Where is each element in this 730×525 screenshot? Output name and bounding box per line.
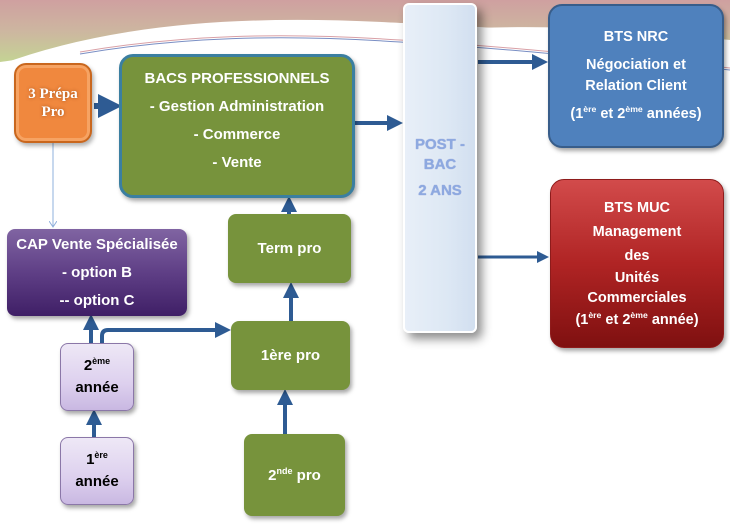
muc-title: BTS MUC (603, 199, 671, 216)
premiere-pro-box: 1ère pro (231, 321, 350, 390)
term-pro-box: Term pro (228, 214, 351, 283)
bacs-item-gestion: - Gestion Administration (149, 98, 325, 115)
bacs-professionnels-box: BACS PROFESSIONNELS - Gestion Administra… (119, 54, 355, 198)
term-pro-label: Term pro (257, 240, 322, 257)
year1-number: 1ère (86, 450, 108, 469)
prepa-line-2: Pro (41, 104, 65, 120)
year2-word: année (75, 379, 119, 396)
bts-muc-box: BTS MUC Management des Unités Commercial… (550, 179, 724, 348)
cap-2eme-annee-box: 2ème année (60, 343, 134, 411)
seconde-pro-box: 2nde pro (244, 434, 345, 516)
bacs-item-vente: - Vente (212, 154, 262, 171)
cap-option-c: -- option C (59, 291, 135, 309)
arrow-year2-to-premiere (100, 322, 231, 343)
cap-1ere-annee-box: 1ère année (60, 437, 134, 505)
seconde-pro-label: 2nde pro (268, 465, 321, 484)
muc-line-1: Management (592, 223, 682, 240)
cap-vente-box: CAP Vente Spécialisée - option B -- opti… (7, 229, 187, 316)
nrc-line-2: Relation Client (585, 78, 687, 94)
muc-line-3: Unités (614, 269, 660, 286)
muc-line-2: des (624, 247, 650, 264)
premiere-pro-label: 1ère pro (260, 347, 321, 364)
post-bac-box: POST - BAC 2 ANS (403, 3, 477, 333)
bacs-title: BACS PROFESSIONNELS (144, 70, 330, 87)
bacs-item-commerce: - Commerce (193, 126, 281, 143)
prepa-line-1: 3 Prépa (28, 86, 78, 102)
year1-word: année (75, 473, 119, 490)
cap-option-b: - option B (62, 263, 132, 281)
nrc-line-1: Négociation et (586, 57, 686, 73)
postbac-line-3: 2 ANS (418, 182, 462, 199)
cap-title: CAP Vente Spécialisée (16, 235, 178, 253)
year2-number: 2ème (83, 356, 111, 375)
muc-years: (1ère et 2ème année) (575, 309, 699, 328)
nrc-title: BTS NRC (603, 29, 669, 45)
postbac-line-2: BAC (423, 156, 457, 173)
postbac-line-1: POST - (414, 136, 465, 153)
prepa-pro-box: 3 Prépa Pro (14, 63, 92, 143)
bts-nrc-box: BTS NRC Négociation et Relation Client (… (548, 4, 724, 148)
muc-line-4: Commerciales (587, 289, 687, 306)
nrc-years: (1ère et 2ème années) (570, 104, 702, 122)
